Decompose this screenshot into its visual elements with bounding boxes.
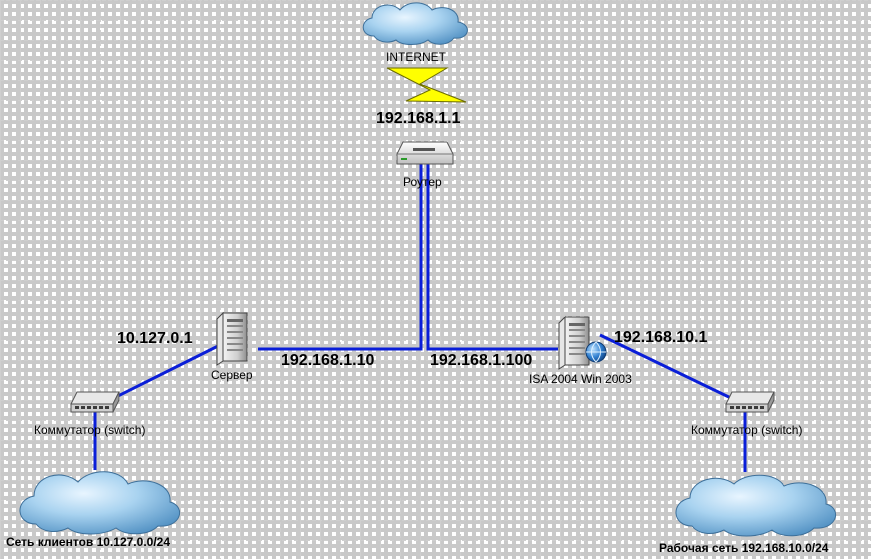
server-ip-label: 192.168.1.10 [281, 352, 375, 369]
switch-right-label: Коммутатор (switch) [691, 423, 803, 437]
link-router-isa [426, 155, 558, 351]
isa-label: ISA 2004 Win 2003 [529, 372, 632, 386]
server-label: Сервер [211, 368, 253, 382]
net-clients-label: Сеть клиентов 10.127.0.0/24 [6, 535, 171, 549]
isa-right-ip-label: 192.168.10.1 [614, 329, 708, 346]
link-server-switch-left [109, 344, 219, 402]
router-label: Роутер [403, 175, 442, 189]
switch-icon-right [725, 391, 775, 413]
switch-icon [70, 391, 120, 413]
links [93, 155, 747, 472]
switch-left-label: Коммутатор (switch) [34, 423, 146, 437]
link-router-server [258, 155, 423, 351]
server-icon-isa [558, 315, 590, 370]
globe-icon [585, 341, 607, 363]
link-isa-switch-right [599, 333, 736, 402]
cloud-icon [362, 2, 468, 45]
net-work-label: Рабочая сеть 192.168.10.0/24 [659, 541, 829, 555]
internet-label: INTERNET [386, 50, 446, 64]
router-ip-label: 192.168.1.1 [376, 110, 461, 127]
cloud-icon-right [675, 474, 837, 537]
isa-ip-label: 192.168.1.100 [430, 352, 533, 369]
server-icon [216, 311, 248, 366]
cloud-icon-left [19, 471, 181, 535]
server-left-ip-label: 10.127.0.1 [117, 330, 193, 347]
router-icon [396, 141, 454, 165]
lightning-icon [386, 67, 467, 103]
